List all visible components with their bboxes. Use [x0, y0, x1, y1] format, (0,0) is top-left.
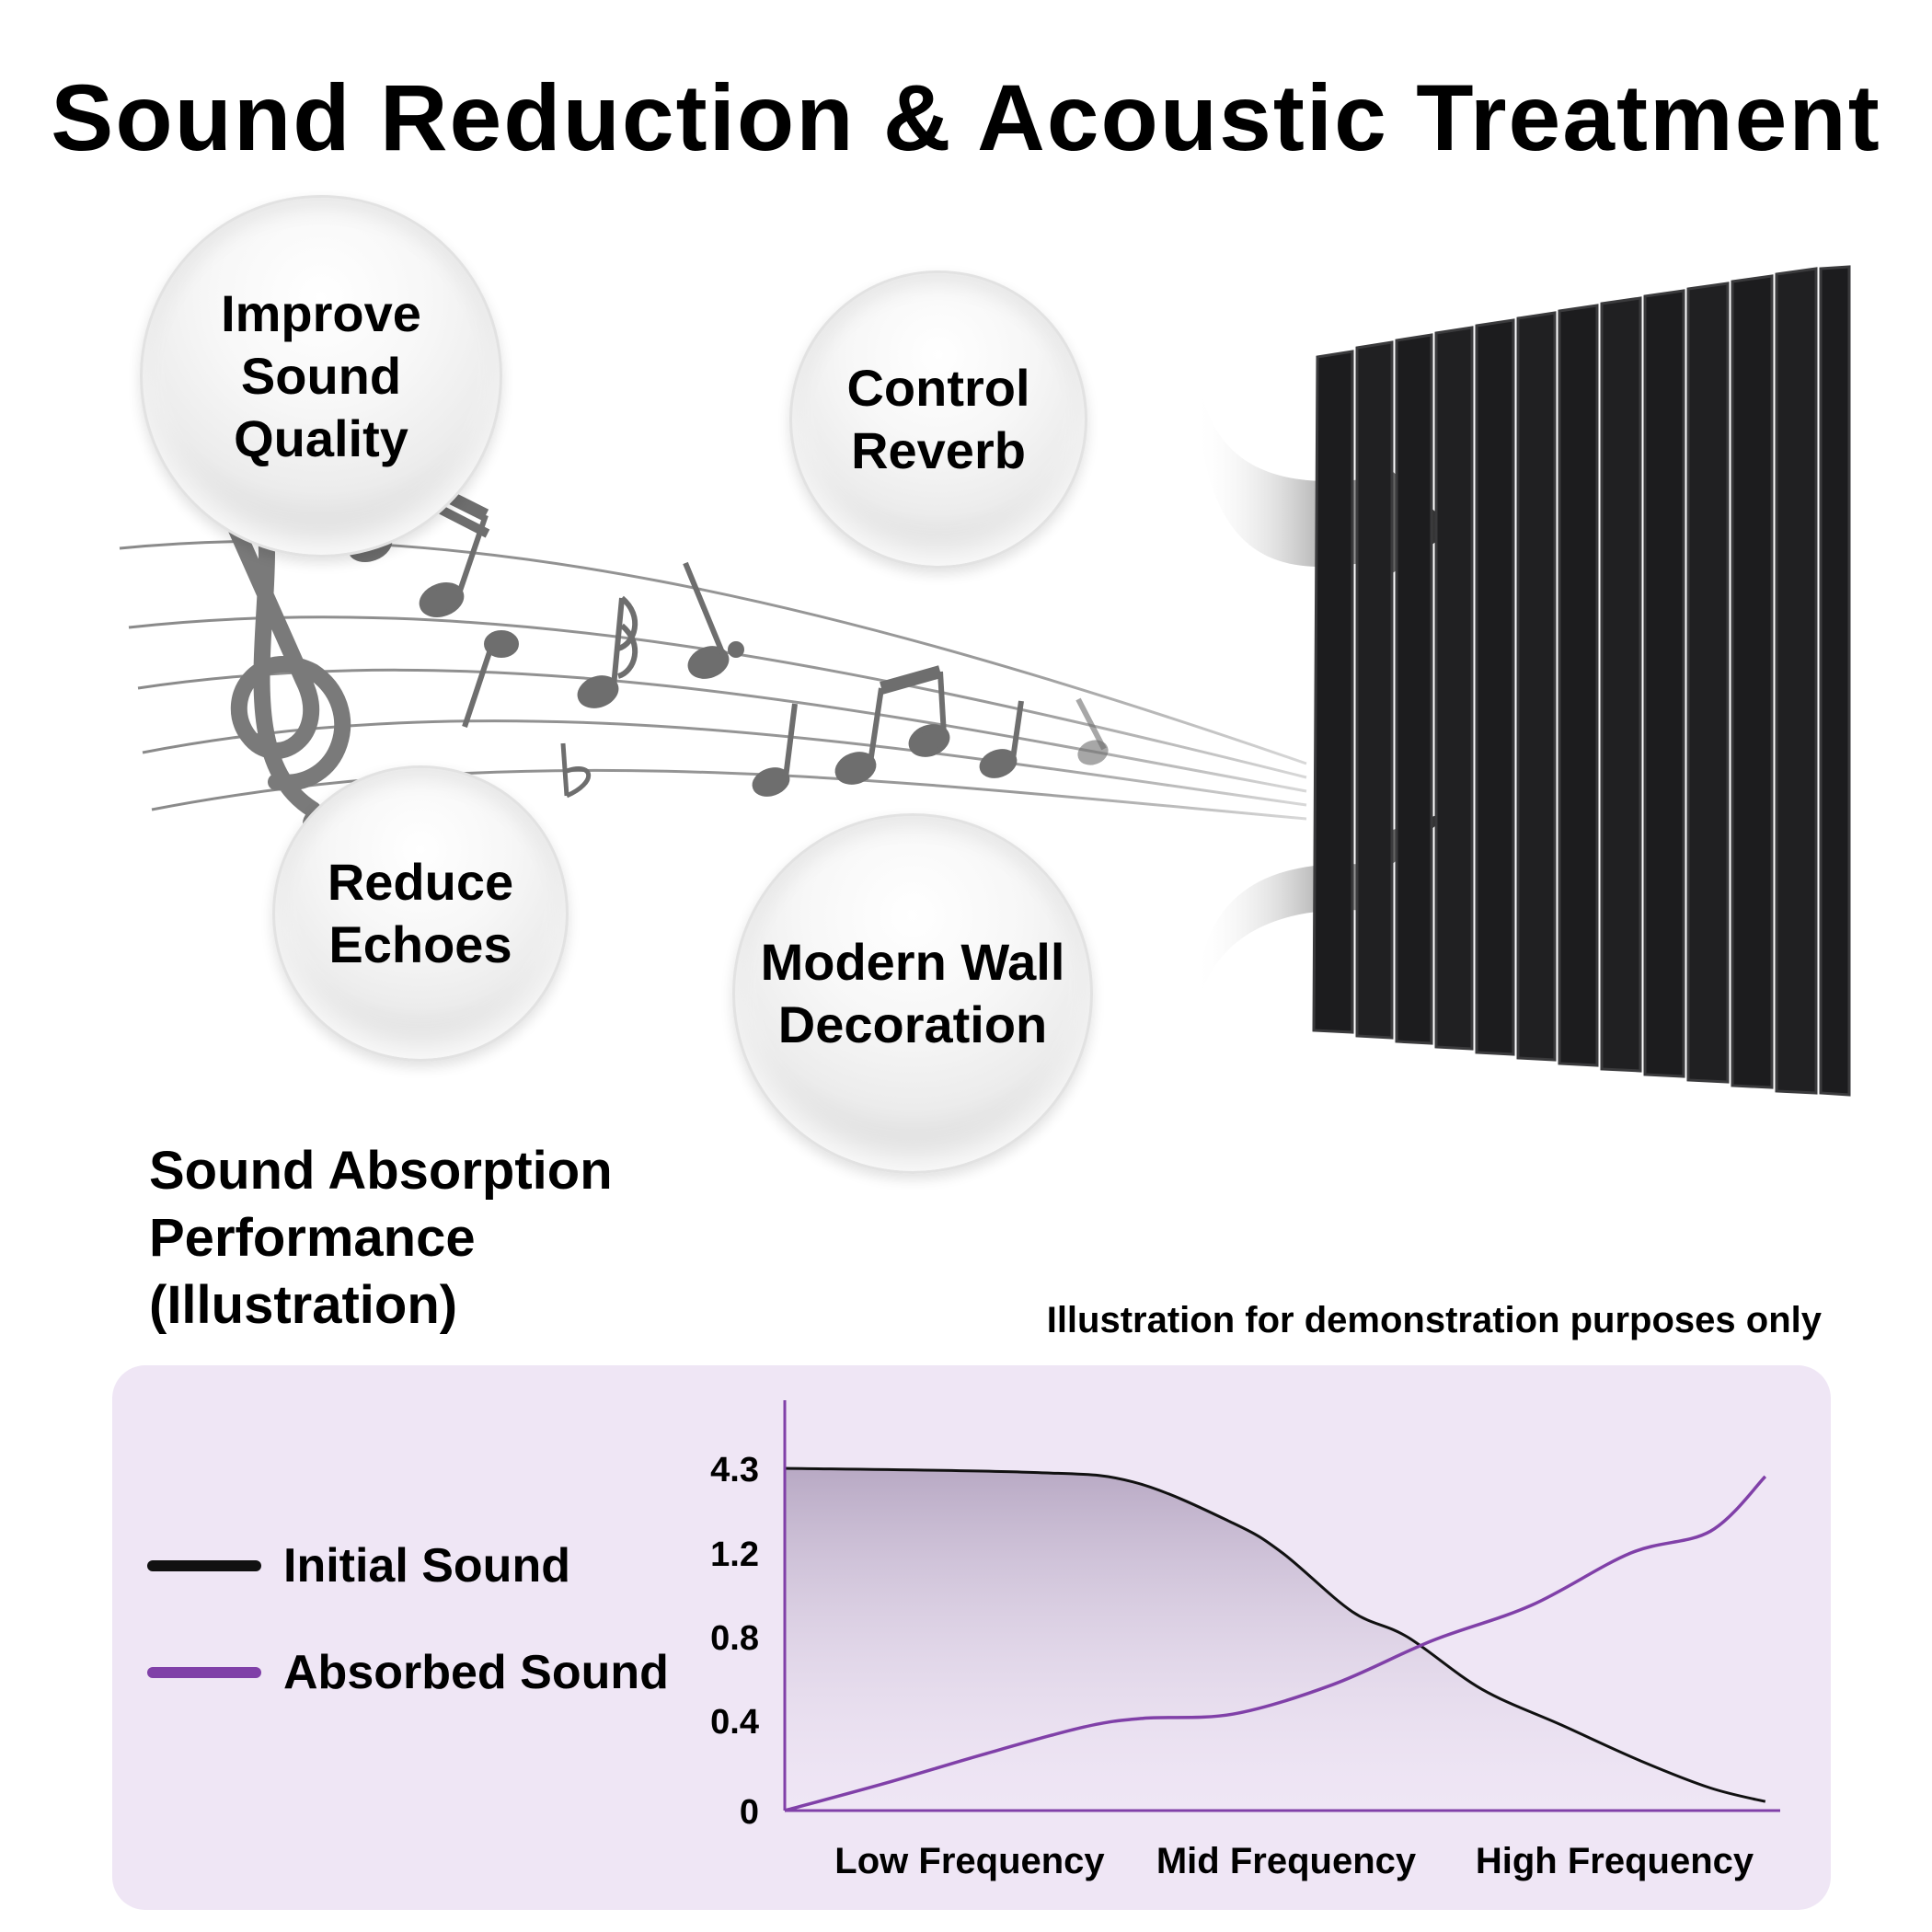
initial-sound-line: [784, 1466, 1766, 1803]
y-tick-label: 1.2: [710, 1535, 759, 1574]
feature-bubble-echoes: Reduce Echoes: [272, 765, 569, 1062]
y-tick-label: 0: [740, 1793, 759, 1832]
y-tick-label: 4.3: [710, 1451, 759, 1489]
legend-swatch-absorbed: [147, 1667, 261, 1678]
legend-item-absorbed: Absorbed Sound: [147, 1645, 669, 1700]
disclaimer-note: Illustration for demonstration purposes …: [1046, 1300, 1822, 1340]
feature-bubble-sound-quality: Improve Sound Quality: [140, 195, 502, 558]
initial-sound-area: [785, 1468, 1765, 1811]
absorbed-sound-line: [784, 1475, 1767, 1812]
feature-label: Reduce Echoes: [327, 853, 514, 973]
legend-label: Absorbed Sound: [283, 1646, 669, 1699]
legend-swatch-initial: [147, 1560, 261, 1571]
x-category-label: Mid Frequency: [1156, 1841, 1417, 1881]
x-category-label: Low Frequency: [834, 1841, 1105, 1881]
section-title: Sound Absorption Performance (Illustrati…: [149, 1141, 613, 1335]
feature-label: Modern Wall Decoration: [760, 933, 1065, 1053]
feature-label: Control Reverb: [846, 359, 1030, 479]
y-tick-label: 0.4: [710, 1703, 759, 1742]
feature-label: Improve Sound Quality: [221, 284, 421, 467]
feature-bubble-decoration: Modern Wall Decoration: [732, 813, 1093, 1174]
legend-item-initial: Initial Sound: [147, 1538, 570, 1593]
page-title: Sound Reduction & Acoustic Treatment: [51, 65, 1881, 170]
feature-bubble-reverb: Control Reverb: [789, 270, 1087, 569]
acoustic-foam-panel: [1312, 265, 1851, 1097]
y-tick-label: 0.8: [710, 1619, 759, 1658]
x-category-label: High Frequency: [1476, 1841, 1754, 1881]
legend-label: Initial Sound: [283, 1539, 570, 1593]
flat-icon: [560, 742, 592, 799]
